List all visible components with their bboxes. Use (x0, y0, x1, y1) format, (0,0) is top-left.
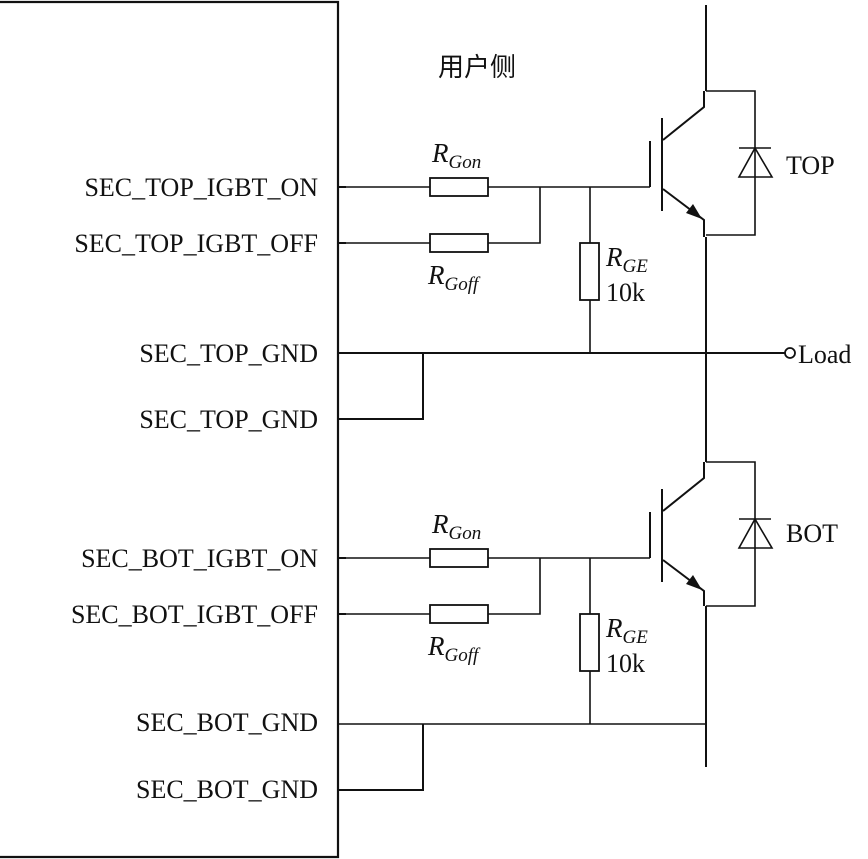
label-bot-rgon: RGon (431, 509, 481, 544)
resistor-bot-rge (579, 613, 600, 672)
label-top-rgon: RGon (431, 138, 481, 173)
resistor-bot-rgoff (429, 604, 489, 624)
signal-label-sec-top-igbt-on: SEC_TOP_IGBT_ON (84, 173, 318, 202)
top-switch-label: TOP (786, 151, 835, 180)
igbt-bot-emitter-leg (662, 559, 705, 606)
label-bot-rge-value: 10k (606, 649, 645, 678)
wire-bot-diode-loop (706, 461, 756, 607)
top-igbt: TOP (649, 5, 835, 353)
label-top-rge-value: 10k (606, 278, 645, 307)
top-gate-network: RGon RGoff RGE 10k (338, 138, 650, 353)
wire-bot-off-join (488, 558, 541, 615)
signal-label-sec-top-igbt-off: SEC_TOP_IGBT_OFF (74, 229, 318, 258)
bot-gate-network: RGon RGoff RGE 10k (338, 509, 650, 724)
resistor-bot-rgon (429, 548, 489, 568)
wire-top-gnd-2 (338, 353, 424, 420)
bot-ground-bus (338, 723, 706, 791)
top-ground-bus: Load (338, 340, 851, 420)
load-terminal-icon (784, 347, 796, 359)
bot-igbt: BOT (649, 353, 838, 767)
signal-label-sec-bot-gnd: SEC_BOT_GND (136, 708, 318, 737)
resistor-top-rgoff (429, 233, 489, 253)
user-side-title: 用户侧 (438, 53, 516, 83)
resistor-top-rge (579, 242, 600, 301)
igbt-top-emitter-arrow-icon (686, 204, 702, 219)
signal-label-sec-bot-gnd-2: SEC_BOT_GND (136, 775, 318, 804)
driver-box (0, 0, 340, 859)
label-bot-rgoff: RGoff (427, 631, 481, 666)
wire-top-off-join (488, 187, 541, 244)
resistor-top-rgon (429, 177, 489, 197)
signal-label-sec-top-gnd-2: SEC_TOP_GND (139, 405, 318, 434)
igbt-bot-collector-leg (662, 462, 705, 512)
igbt-top-collector-leg (662, 91, 705, 141)
wire-bot-gnd-2 (338, 724, 424, 791)
pin-ticks (338, 186, 346, 615)
bot-switch-label: BOT (786, 519, 838, 548)
signal-label-sec-top-gnd: SEC_TOP_GND (139, 339, 318, 368)
igbt-top-emitter-leg (662, 188, 705, 237)
label-bot-rge: RGE (605, 613, 648, 648)
signal-label-sec-bot-igbt-on: SEC_BOT_IGBT_ON (81, 544, 318, 573)
signal-label-sec-bot-igbt-off: SEC_BOT_IGBT_OFF (71, 600, 318, 629)
label-top-rge: RGE (605, 242, 648, 277)
label-top-rgoff: RGoff (427, 260, 481, 295)
wire-top-diode-loop (706, 90, 756, 236)
igbt-bot-emitter-arrow-icon (686, 575, 702, 590)
diode-top-triangle-icon (737, 146, 774, 178)
diode-bot-triangle-icon (737, 517, 774, 549)
load-label: Load (798, 340, 851, 369)
